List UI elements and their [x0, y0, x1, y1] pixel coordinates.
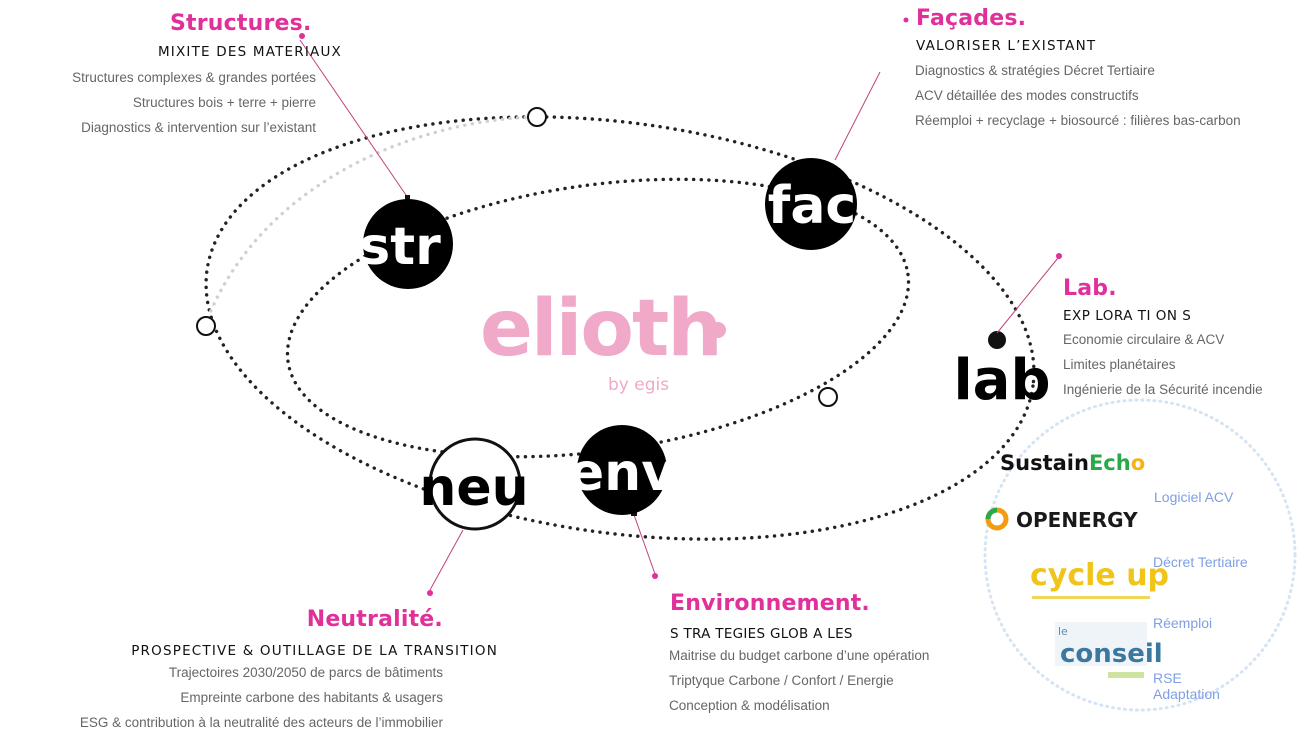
- lab-item-2: Limites planétaires: [1063, 357, 1176, 372]
- partners-circle: [983, 398, 1297, 712]
- environnement-title: Environnement.: [670, 591, 870, 616]
- elioth-byline: by egis: [608, 375, 669, 395]
- tag-decret-tertiaire: Décret Tertiaire: [1153, 554, 1248, 570]
- logo-openergy: OPENERGY: [985, 507, 1138, 532]
- facades-subtitle: VALORISER L’EXISTANT: [916, 38, 1097, 54]
- outer-orbit-faint: [203, 115, 537, 327]
- structures-subtitle: MIXITE DES MATERIAUX: [157, 44, 342, 60]
- logo-cycleup: cycle up: [1030, 558, 1169, 599]
- svg-text:cycle up: cycle up: [1030, 558, 1169, 593]
- connector-dots: [299, 17, 1062, 596]
- facades-item-2: ACV détaillée des modes constructifs: [915, 88, 1139, 103]
- satellite-top: [527, 107, 547, 127]
- neutralite-subtitle: PROSPECTIVE & OUTILLAGE DE LA TRANSITION: [131, 643, 498, 659]
- svg-text:le: le: [1058, 625, 1068, 638]
- tag-reemploi: Réemploi: [1153, 615, 1213, 631]
- node-env-label: env: [569, 443, 675, 503]
- lab-title: Lab.: [1063, 276, 1117, 301]
- satellite-left: [196, 316, 216, 336]
- tag-adaptation: Adaptation: [1153, 686, 1220, 702]
- facades-item-3: Réemploi + recyclage + biosourcé : filiè…: [915, 113, 1241, 128]
- environnement-subtitle: S TRA TEGIES GLOB A LES: [670, 626, 853, 642]
- environnement-item-1: Maitrise du budget carbone d’une opérati…: [669, 648, 930, 663]
- satellite-lab-dot: [988, 331, 1006, 349]
- svg-text:conseil: conseil: [1060, 639, 1163, 669]
- facades-title: Façades.: [916, 6, 1027, 31]
- node-neu-label: neu: [419, 458, 528, 518]
- tag-logiciel-acv: Logiciel ACV: [1154, 489, 1234, 505]
- elioth-logo: elioth by egis: [480, 284, 726, 395]
- facades-item-1: Diagnostics & stratégies Décret Tertiair…: [915, 63, 1155, 78]
- environnement-item-3: Conception & modélisation: [669, 698, 830, 713]
- outer-orbit: [204, 115, 1036, 541]
- node-fac: fac: [765, 158, 857, 250]
- environnement-item-2: Triptyque Carbone / Confort / Energie: [669, 673, 894, 688]
- satellite-right: [818, 387, 838, 407]
- neutralite-item-2: Empreinte carbone des habitants & usager…: [180, 690, 443, 705]
- structures-item-1: Structures complexes & grandes portées: [72, 70, 316, 85]
- node-env: env: [569, 425, 675, 515]
- node-lab-label: lab: [953, 348, 1050, 413]
- structures-item-2: Structures bois + terre + pierre: [132, 95, 316, 110]
- node-str: str: [359, 199, 453, 289]
- neutralite-item-3: ESG & contribution à la neutralité des a…: [79, 715, 443, 730]
- tag-rse: RSE: [1153, 670, 1182, 686]
- logo-sustainecho: SustainEcho: [1000, 451, 1145, 475]
- neutralite-item-1: Trajectoires 2030/2050 de parcs de bâtim…: [168, 665, 443, 680]
- node-neu: neu: [419, 437, 529, 531]
- lab-item-1: Economie circulaire & ACV: [1063, 332, 1225, 347]
- logo-leconseil: le conseil: [1055, 622, 1163, 678]
- neutralite-title: Neutralité.: [306, 607, 443, 632]
- elioth-dot: [710, 322, 726, 338]
- lab-item-3: Ingénierie de la Sécurité incendie: [1063, 382, 1263, 397]
- node-fac-label: fac: [768, 176, 857, 236]
- structures-item-3: Diagnostics & intervention sur l’existan…: [81, 120, 316, 135]
- lab-subtitle: EXP LORA TI ON S: [1063, 308, 1192, 324]
- elioth-wordmark: elioth: [480, 284, 721, 374]
- structures-title: Structures.: [170, 11, 312, 36]
- svg-text:OPENERGY: OPENERGY: [1016, 508, 1138, 532]
- node-str-label: str: [359, 217, 441, 277]
- connector-lines: [299, 39, 1059, 591]
- svg-text:SustainEcho: SustainEcho: [1000, 451, 1145, 475]
